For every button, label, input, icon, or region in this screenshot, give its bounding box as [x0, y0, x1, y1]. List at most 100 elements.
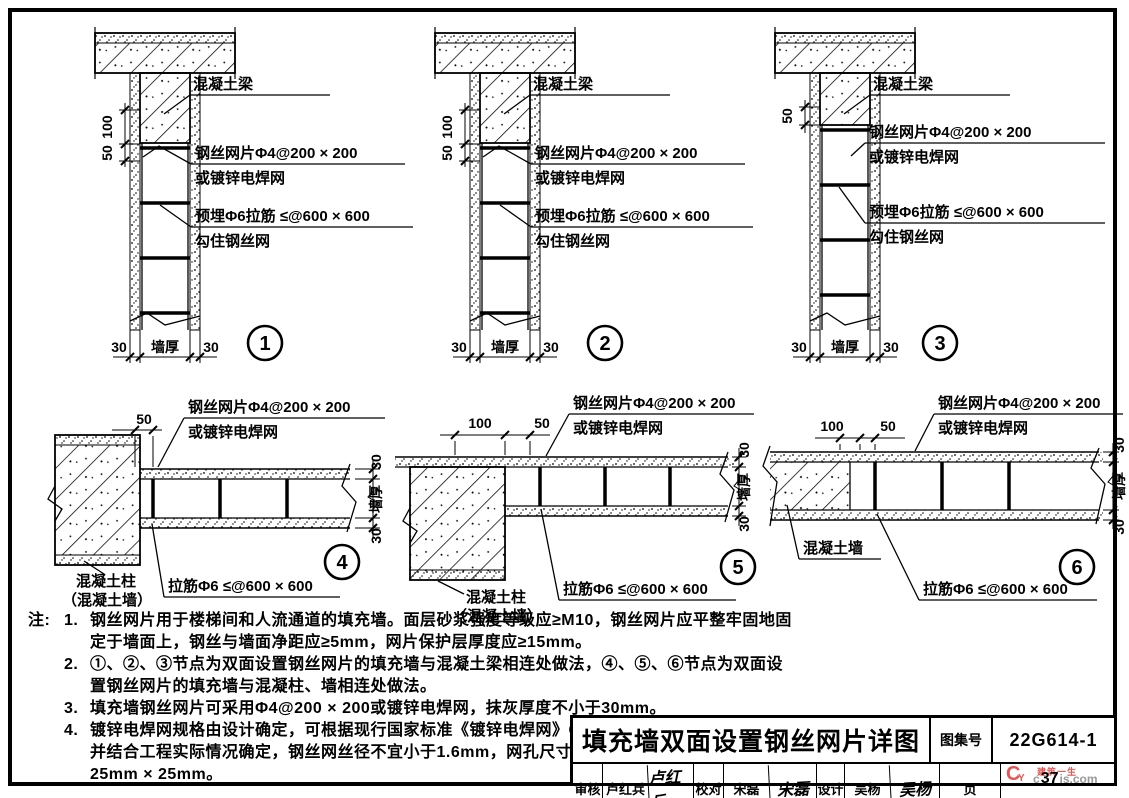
watermark-brand: 建筑一生: [1037, 767, 1078, 777]
note-line: ①、②、③节点为双面设置钢丝网片的填充墙与混凝土梁相连处做法，④、⑤、⑥节点为双…: [90, 656, 784, 673]
break-symbol: [719, 451, 735, 523]
note-line: 25mm × 25mm。: [90, 766, 223, 783]
tie-rungs: [538, 467, 672, 506]
mesh-label-line2: 或镀锌电焊网: [869, 148, 959, 166]
break-symbol: [809, 312, 881, 326]
note-item-2: 2. ①、②、③节点为双面设置钢丝网片的填充墙与混凝土梁相连处做法，④、⑤、⑥节…: [64, 654, 948, 698]
page-label: 页: [939, 764, 1000, 798]
leader-lines: [482, 94, 753, 228]
review-signature: 卢红兵: [646, 762, 695, 798]
page-number: 37: [1040, 770, 1059, 787]
leader-lines: [838, 94, 1105, 224]
tie-rungs: [140, 146, 190, 315]
detail-number: 4: [336, 552, 348, 574]
detail-2-drawing: 100 50 30 墙厚 30 混凝土梁 钢丝网片Φ4@200 × 200 或镀…: [434, 27, 753, 363]
proof-name: 宋磊: [723, 764, 769, 798]
note-number: 4.: [64, 722, 79, 739]
break-symbol: [762, 445, 778, 527]
beam-and-wall: [434, 27, 576, 331]
dim-30-bottom: 30: [736, 516, 752, 532]
detail-number: 3: [934, 333, 945, 355]
dim-50: 50: [439, 145, 455, 161]
dim-50: 50: [136, 411, 152, 427]
tie-label-line1: 预埋Φ6拉筋 ≤@600 × 600: [195, 207, 370, 225]
design-signature: 吴杨: [888, 762, 941, 798]
mesh-label-line1: 钢丝网片Φ4@200 × 200: [195, 144, 357, 162]
sheet-title: 填充墙双面设置钢丝网片详图: [581, 728, 920, 756]
detail-1-drawing: 100 50 30 墙厚 30 混凝土梁 钢丝网片Φ4@200 × 200 或镀…: [94, 27, 413, 363]
tie-rungs: [151, 479, 289, 518]
leader-lines: [83, 417, 385, 598]
beam-label: 混凝土梁: [193, 75, 254, 93]
mesh-label-line2: 或镀锌电焊网: [188, 423, 278, 441]
dim-wall-thickness: 墙厚: [831, 339, 859, 355]
mesh-label-line2: 或镀锌电焊网: [573, 419, 663, 437]
dimensions: [112, 425, 380, 538]
watermark-domain-prefix: c: [1033, 772, 1040, 786]
dim-50: 50: [779, 108, 795, 124]
support-label: 混凝土墙: [803, 539, 863, 557]
detail-number: 2: [599, 333, 610, 355]
break-symbol: [469, 312, 541, 326]
beam-and-wall: [94, 27, 236, 331]
column-and-wall: [47, 434, 357, 566]
tie-label: 拉筋Φ6 ≤@600 × 600: [563, 580, 708, 598]
dim-30-bottom: 30: [1111, 519, 1127, 535]
mesh-label-line1: 钢丝网片Φ4@200 × 200: [869, 123, 1031, 141]
mesh-label-line1: 钢丝网片Φ4@200 × 200: [573, 394, 735, 412]
support-label-line1: 混凝土柱: [76, 572, 136, 590]
mesh-label-line2: 或镀锌电焊网: [195, 169, 285, 187]
beam-label: 混凝土梁: [873, 75, 934, 93]
note-line: 镀锌电焊网规格由设计确定，可根据现行国家标准《镀锌电焊网》GB/T 33281: [90, 722, 661, 739]
detail-number-circle: [246, 324, 284, 362]
mesh-label-line2: 或镀锌电焊网: [535, 169, 625, 187]
tie-label-line2: 勾住钢丝网: [195, 232, 270, 250]
tie-rungs: [480, 146, 530, 315]
design-label: 设计: [816, 764, 844, 798]
dim-30-top: 30: [368, 454, 384, 470]
note-item-1: 注: 1. 钢丝网片用于楼梯间和人流通道的填充墙。面层砂浆强度等级应≥M10，钢…: [28, 610, 948, 654]
tie-rungs: [873, 462, 1011, 510]
beam-label: 混凝土梁: [533, 75, 594, 93]
proof-label: 校对: [693, 764, 723, 798]
tie-rungs: [820, 128, 870, 297]
dim-100: 100: [99, 115, 115, 139]
support-label-line1: 混凝土柱: [466, 588, 526, 606]
detail-6-drawing: 100 50 30 墙厚 30 钢丝网片Φ4@200 × 200 或镀锌电焊网 …: [762, 394, 1127, 601]
watermark-logo-sub: Y: [1018, 773, 1025, 784]
dim-wall-thickness: 墙厚: [151, 339, 179, 355]
mesh-label-line2: 或镀锌电焊网: [938, 419, 1028, 437]
break-symbol: [1090, 447, 1106, 525]
detail-5-drawing: 100 50 30 墙厚 30 钢丝网片Φ4@200 × 200 或镀锌电焊网 …: [395, 394, 757, 625]
dim-wall-thickness: 墙厚: [736, 473, 752, 501]
dim-wall-thickness: 墙厚: [368, 485, 384, 513]
dim-30-left: 30: [111, 339, 127, 355]
dim-wall-thickness: 墙厚: [491, 339, 519, 355]
proof-signature: 宋磊: [767, 762, 818, 798]
note-line: 填充墙钢丝网片可采用Φ4@200 × 200或镀锌电焊网，抹灰厚度不小于30mm…: [90, 700, 667, 717]
note-line: 钢丝网片用于楼梯间和人流通道的填充墙。面层砂浆强度等级应≥M10，钢丝网片应平整…: [90, 612, 792, 629]
mesh-label-line1: 钢丝网片Φ4@200 × 200: [938, 394, 1100, 412]
detail-number: 1: [259, 333, 270, 355]
tie-label-line1: 预埋Φ6拉筋 ≤@600 × 600: [869, 203, 1044, 221]
dim-30-left: 30: [791, 339, 807, 355]
note-line: 置钢丝网片的填充墙与混凝柱、墙相连处做法。: [90, 678, 437, 695]
dim-30-bottom: 30: [368, 528, 384, 544]
detail-number-circle: [1058, 548, 1096, 586]
note-item-4: 4. 镀锌电焊网规格由设计确定，可根据现行国家标准《镀锌电焊网》GB/T 332…: [64, 720, 948, 786]
support-label-line2: （混凝土墙）: [62, 591, 152, 609]
wall-and-mesh: [762, 445, 1106, 527]
watermark-domain-suffix: is.com: [1059, 772, 1098, 786]
break-symbol: [402, 507, 418, 544]
break-symbol: [129, 312, 201, 326]
note-number: 2.: [64, 656, 79, 673]
detail-number: 6: [1071, 557, 1082, 579]
design-name: 吴杨: [844, 764, 890, 798]
review-name: 卢红兵: [602, 764, 648, 798]
dim-30-right: 30: [883, 339, 899, 355]
atlas-number-label: 图集号: [929, 718, 991, 762]
dimensions: [815, 433, 1119, 529]
detail-number-circle: [323, 543, 361, 581]
mesh-label-line1: 钢丝网片Φ4@200 × 200: [535, 144, 697, 162]
